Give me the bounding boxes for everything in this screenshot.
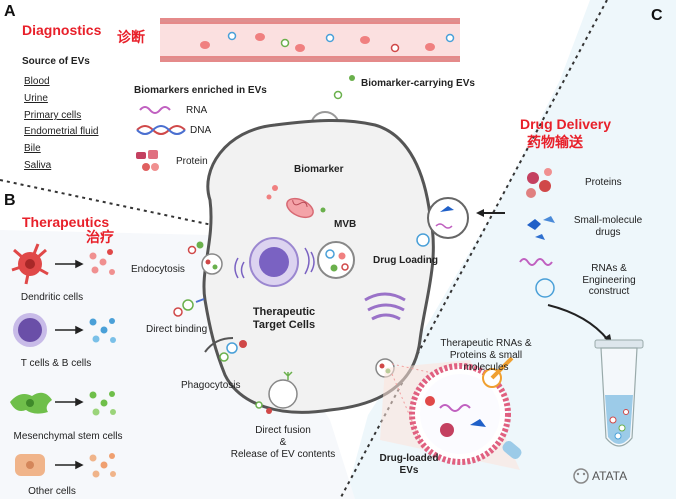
therapeutic-line1: Therapeutic RNAs & (440, 338, 532, 349)
blood-vessel-icon (160, 18, 460, 62)
therapeutic-line3: molecules (463, 362, 509, 373)
fusion-line3: Release of EV contents (230, 449, 336, 460)
direct-binding-label: Direct binding (146, 324, 208, 335)
phagocytosis-label: Phagocytosis (181, 380, 241, 391)
mvb-icon (317, 241, 355, 279)
panel-c-letter: C (651, 7, 663, 24)
rna-label: RNA (186, 105, 208, 116)
rna-cargo-icon (519, 258, 553, 266)
panel-b-title-cn: 治疗 (86, 230, 114, 246)
endocytosis-ev (201, 253, 223, 275)
fusion-line2: & (279, 437, 287, 448)
dc-evs (89, 249, 115, 275)
drug-loaded-ev-icon (409, 356, 522, 465)
cytoplasm-particle (320, 207, 326, 213)
panel-b-title: Therapeutics (22, 214, 110, 230)
floating-ev (333, 90, 343, 100)
panel-a-title: Diagnostics (22, 22, 102, 38)
dendritic-label: Dendritic cells (20, 292, 84, 303)
drug-loaded-line1: Drug-loaded (379, 453, 439, 464)
msc-icon (10, 392, 52, 414)
panel-b-background (0, 230, 355, 499)
nucleus-icon (249, 237, 299, 287)
other-evs (89, 453, 116, 478)
fusion-ev (255, 371, 298, 414)
drug-loading-vesicle (427, 197, 469, 239)
lymph-evs (89, 318, 116, 343)
protein-label: Protein (176, 156, 208, 167)
floating-ev (349, 75, 355, 81)
small-molecule-icon (527, 216, 555, 240)
other-cell-icon (15, 454, 45, 476)
direct-binding-ev (173, 298, 205, 317)
source-item: Saliva (24, 160, 52, 171)
test-tube-icon (594, 339, 644, 447)
watermark-text: ATATA (592, 469, 628, 483)
lymphocyte-label: T cells & B cells (20, 358, 92, 369)
source-heading: Source of EVs (22, 56, 90, 67)
dna-label: DNA (190, 125, 212, 136)
zoom-lines (391, 363, 429, 441)
lymphocyte-icon (13, 313, 47, 347)
dna-icon (136, 125, 186, 135)
rna-icon (139, 106, 171, 114)
endocytosis-label: Endocytosis (131, 264, 185, 275)
incoming-ev (187, 245, 197, 255)
other-cells-label: Other cells (28, 486, 76, 497)
tube-arrow (547, 304, 609, 341)
panel-c-title-cn: 药物输送 (527, 135, 583, 151)
source-item: Primary cells (24, 110, 82, 121)
panel-a-title-cn: 诊断 (117, 30, 145, 46)
source-item: Bile (24, 143, 41, 154)
cytoplasm-particle (266, 194, 272, 200)
mvb-label: MVB (334, 219, 357, 230)
carrying-label: Biomarker-carrying EVs (361, 78, 475, 89)
incoming-ev (196, 241, 204, 249)
protein-icon (136, 150, 159, 171)
biomarker-label: Biomarker (294, 164, 344, 175)
drug-loading-label: Drug Loading (373, 255, 438, 266)
golgi-icon (364, 292, 406, 321)
source-item: Endometrial fluid (24, 126, 99, 137)
proteins-icon (526, 168, 552, 198)
msc-evs (89, 391, 116, 416)
target-cells-line1: Therapeutic (252, 306, 316, 318)
msc-label: Mesenchymal stem cells (13, 431, 123, 442)
entering-ev (416, 233, 430, 247)
panel-b-letter: B (4, 192, 16, 209)
cytoplasm-particle (272, 185, 278, 191)
arrow-head (476, 209, 484, 217)
phagocytosis-ev (204, 337, 247, 362)
therapeutic-line2: Proteins & small (449, 350, 523, 361)
rnas-label: RNAs & Engineering construct (582, 263, 636, 297)
source-item: Urine (24, 93, 48, 104)
drug-loaded-line2: EVs (399, 465, 419, 476)
target-cells-line2: Target Cells (252, 319, 316, 331)
er-icon (234, 247, 315, 279)
biomarker-heading: Biomarkers enriched in EVs (134, 85, 267, 96)
fusion-line1: Direct fusion (255, 425, 311, 436)
panel-a-letter: A (4, 3, 16, 20)
source-item: Blood (24, 76, 50, 87)
small-molecule-label: Small-molecule drugs (573, 215, 643, 238)
dendritic-cell-icon (11, 243, 49, 285)
construct-icon (535, 278, 555, 298)
proteins-label: Proteins (585, 177, 622, 188)
mitochondria-icon (286, 197, 314, 219)
panel-c-title: Drug Delivery (520, 116, 612, 132)
watermark-icon (573, 468, 589, 484)
cell-arrows (55, 259, 84, 470)
